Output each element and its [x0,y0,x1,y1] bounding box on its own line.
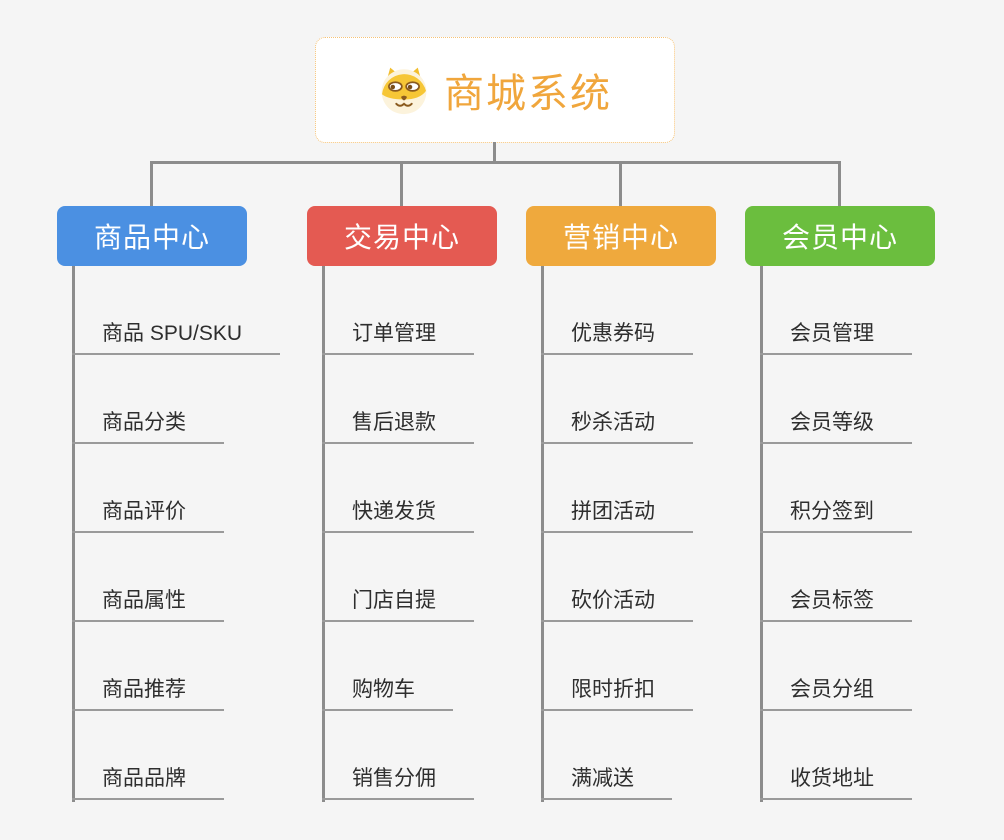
branch-column-members: 会员中心 会员管理会员等级积分签到会员标签会员分组收货地址 [745,206,935,806]
tree-item[interactable]: 快递发货 [322,487,474,533]
tree-item[interactable]: 商品分类 [72,398,224,444]
tree-item[interactable]: 商品品牌 [72,754,224,800]
tree-item[interactable]: 门店自提 [322,576,474,622]
tree-item[interactable]: 会员标签 [760,576,912,622]
tree-item[interactable]: 商品属性 [72,576,224,622]
tree-item[interactable]: 销售分佣 [322,754,474,800]
branch-box[interactable]: 会员中心 [745,206,935,266]
tree-item[interactable]: 优惠券码 [541,309,693,355]
tree-item[interactable]: 收货地址 [760,754,912,800]
branch-spine-line [760,266,763,802]
doge-icon [381,67,427,115]
tree-item[interactable]: 限时折扣 [541,665,693,711]
branch-column-products: 商品中心 商品 SPU/SKU 商品分类商品评价商品属性商品推荐商品品牌 [57,206,281,806]
tree-item[interactable]: 会员等级 [760,398,912,444]
branch-column-marketing: 营销中心 优惠券码秒杀活动拼团活动砍价活动限时折扣满减送 [526,206,716,806]
tree-item[interactable]: 积分签到 [760,487,912,533]
tree-item[interactable]: 售后退款 [322,398,474,444]
tree-item[interactable]: 会员管理 [760,309,912,355]
tree-item[interactable]: 购物车 [322,665,453,711]
root-connector-line [493,142,496,162]
branch-spine-line [72,266,75,802]
branch-box[interactable]: 营销中心 [526,206,716,266]
branch-spine-line [322,266,325,802]
branch-drop-line [619,161,622,207]
tree-item[interactable]: 满减送 [541,754,672,800]
branch-drop-line [838,161,841,207]
tree-item[interactable]: 砍价活动 [541,576,693,622]
branch-drop-line [150,161,153,207]
root-node[interactable]: 商城系统 [315,37,675,143]
branch-box[interactable]: 交易中心 [307,206,497,266]
branch-drop-line [400,161,403,207]
tree-item[interactable]: 秒杀活动 [541,398,693,444]
branch-box[interactable]: 商品中心 [57,206,247,266]
branch-column-trade: 交易中心 订单管理售后退款快递发货门店自提购物车销售分佣 [307,206,497,806]
tree-item[interactable]: 商品推荐 [72,665,224,711]
tree-item[interactable]: 商品评价 [72,487,224,533]
tree-item[interactable]: 商品 SPU/SKU [72,309,281,355]
tree-item[interactable]: 订单管理 [322,309,474,355]
root-title: 商城系统 [444,72,612,116]
branch-spine-line [541,266,544,802]
tree-item[interactable]: 拼团活动 [541,487,693,533]
branch-bus-line [150,161,841,164]
tree-item[interactable]: 会员分组 [760,665,912,711]
